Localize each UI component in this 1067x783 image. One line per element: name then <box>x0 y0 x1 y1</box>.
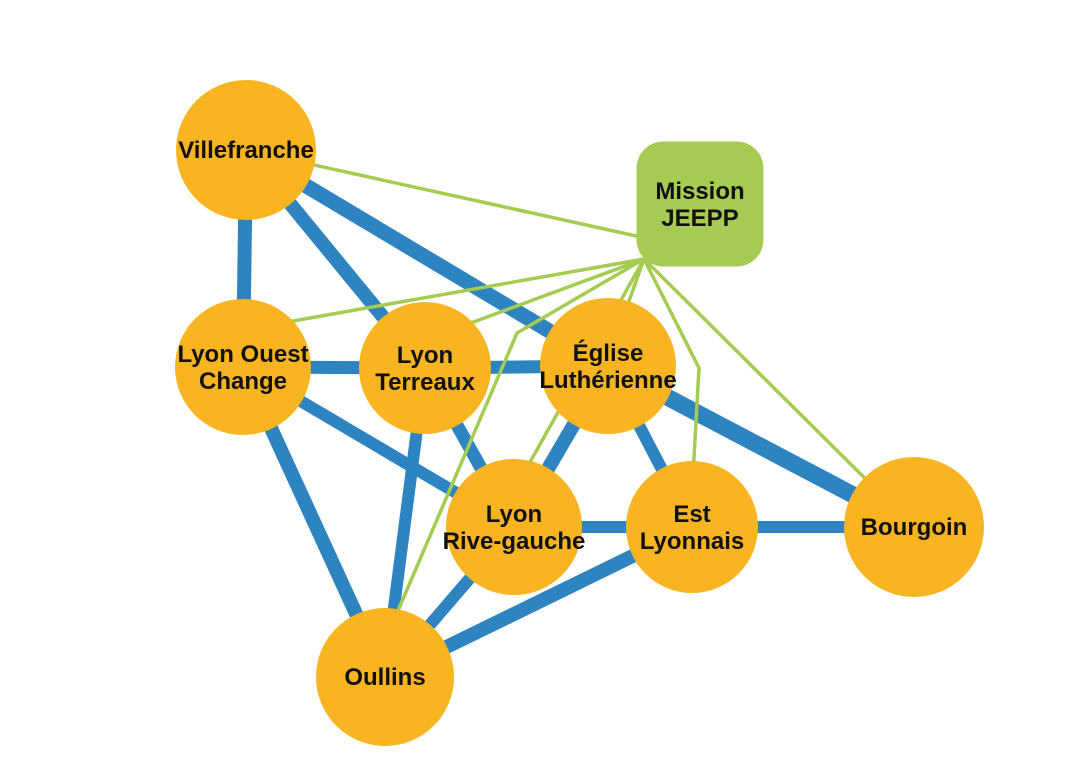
node-label-est-lyonnais: Lyonnais <box>640 528 744 555</box>
church-node-circle <box>176 80 316 220</box>
node-label-lyon-terreaux: Lyon <box>397 342 453 369</box>
node-label-est-lyonnais: Est <box>673 501 710 528</box>
node-oullins[interactable]: Oullins <box>316 608 454 746</box>
node-label-lyon-terreaux: Terreaux <box>375 369 475 396</box>
node-label-lyon-ouest-change: Change <box>199 368 287 395</box>
edge-mission-jeepp--est-lyonnais <box>642 258 701 476</box>
node-bourgoin[interactable]: Bourgoin <box>844 457 984 597</box>
edge-mission-jeepp--lyon-ouest-change <box>275 257 645 326</box>
church-node-circle <box>359 302 491 434</box>
mission-node-box <box>636 141 764 267</box>
church-node-circle <box>175 299 311 435</box>
node-label-bourgoin: Bourgoin <box>861 514 968 541</box>
edge-villefranche--eglise-lutherienne <box>242 143 612 373</box>
node-label-oullins: Oullins <box>344 664 425 691</box>
node-label-villefranche: Villefranche <box>178 137 314 164</box>
node-label-lyon-ouest-change: Lyon Ouest <box>177 341 308 368</box>
mission-edges-layer <box>245 148 916 621</box>
church-node-circle <box>626 461 758 593</box>
node-label-mission-jeepp: Mission <box>655 178 744 205</box>
node-villefranche[interactable]: Villefranche <box>176 80 316 220</box>
node-label-eglise-lutherienne: Église <box>573 339 644 367</box>
church-node-circle <box>446 459 582 595</box>
edge-mission-jeepp--oullins <box>392 257 645 621</box>
church-node-circle <box>540 298 676 434</box>
church-node-circle <box>316 608 454 746</box>
church-node-circle <box>844 457 984 597</box>
node-label-mission-jeepp: JEEPP <box>661 205 738 232</box>
edge-mission-jeepp--lyon-terreaux <box>451 257 645 332</box>
node-label-lyon-rive-gauche: Rive-gauche <box>443 528 586 555</box>
node-label-lyon-rive-gauche: Lyon <box>486 501 542 528</box>
node-label-eglise-lutherienne: Luthérienne <box>539 367 676 394</box>
